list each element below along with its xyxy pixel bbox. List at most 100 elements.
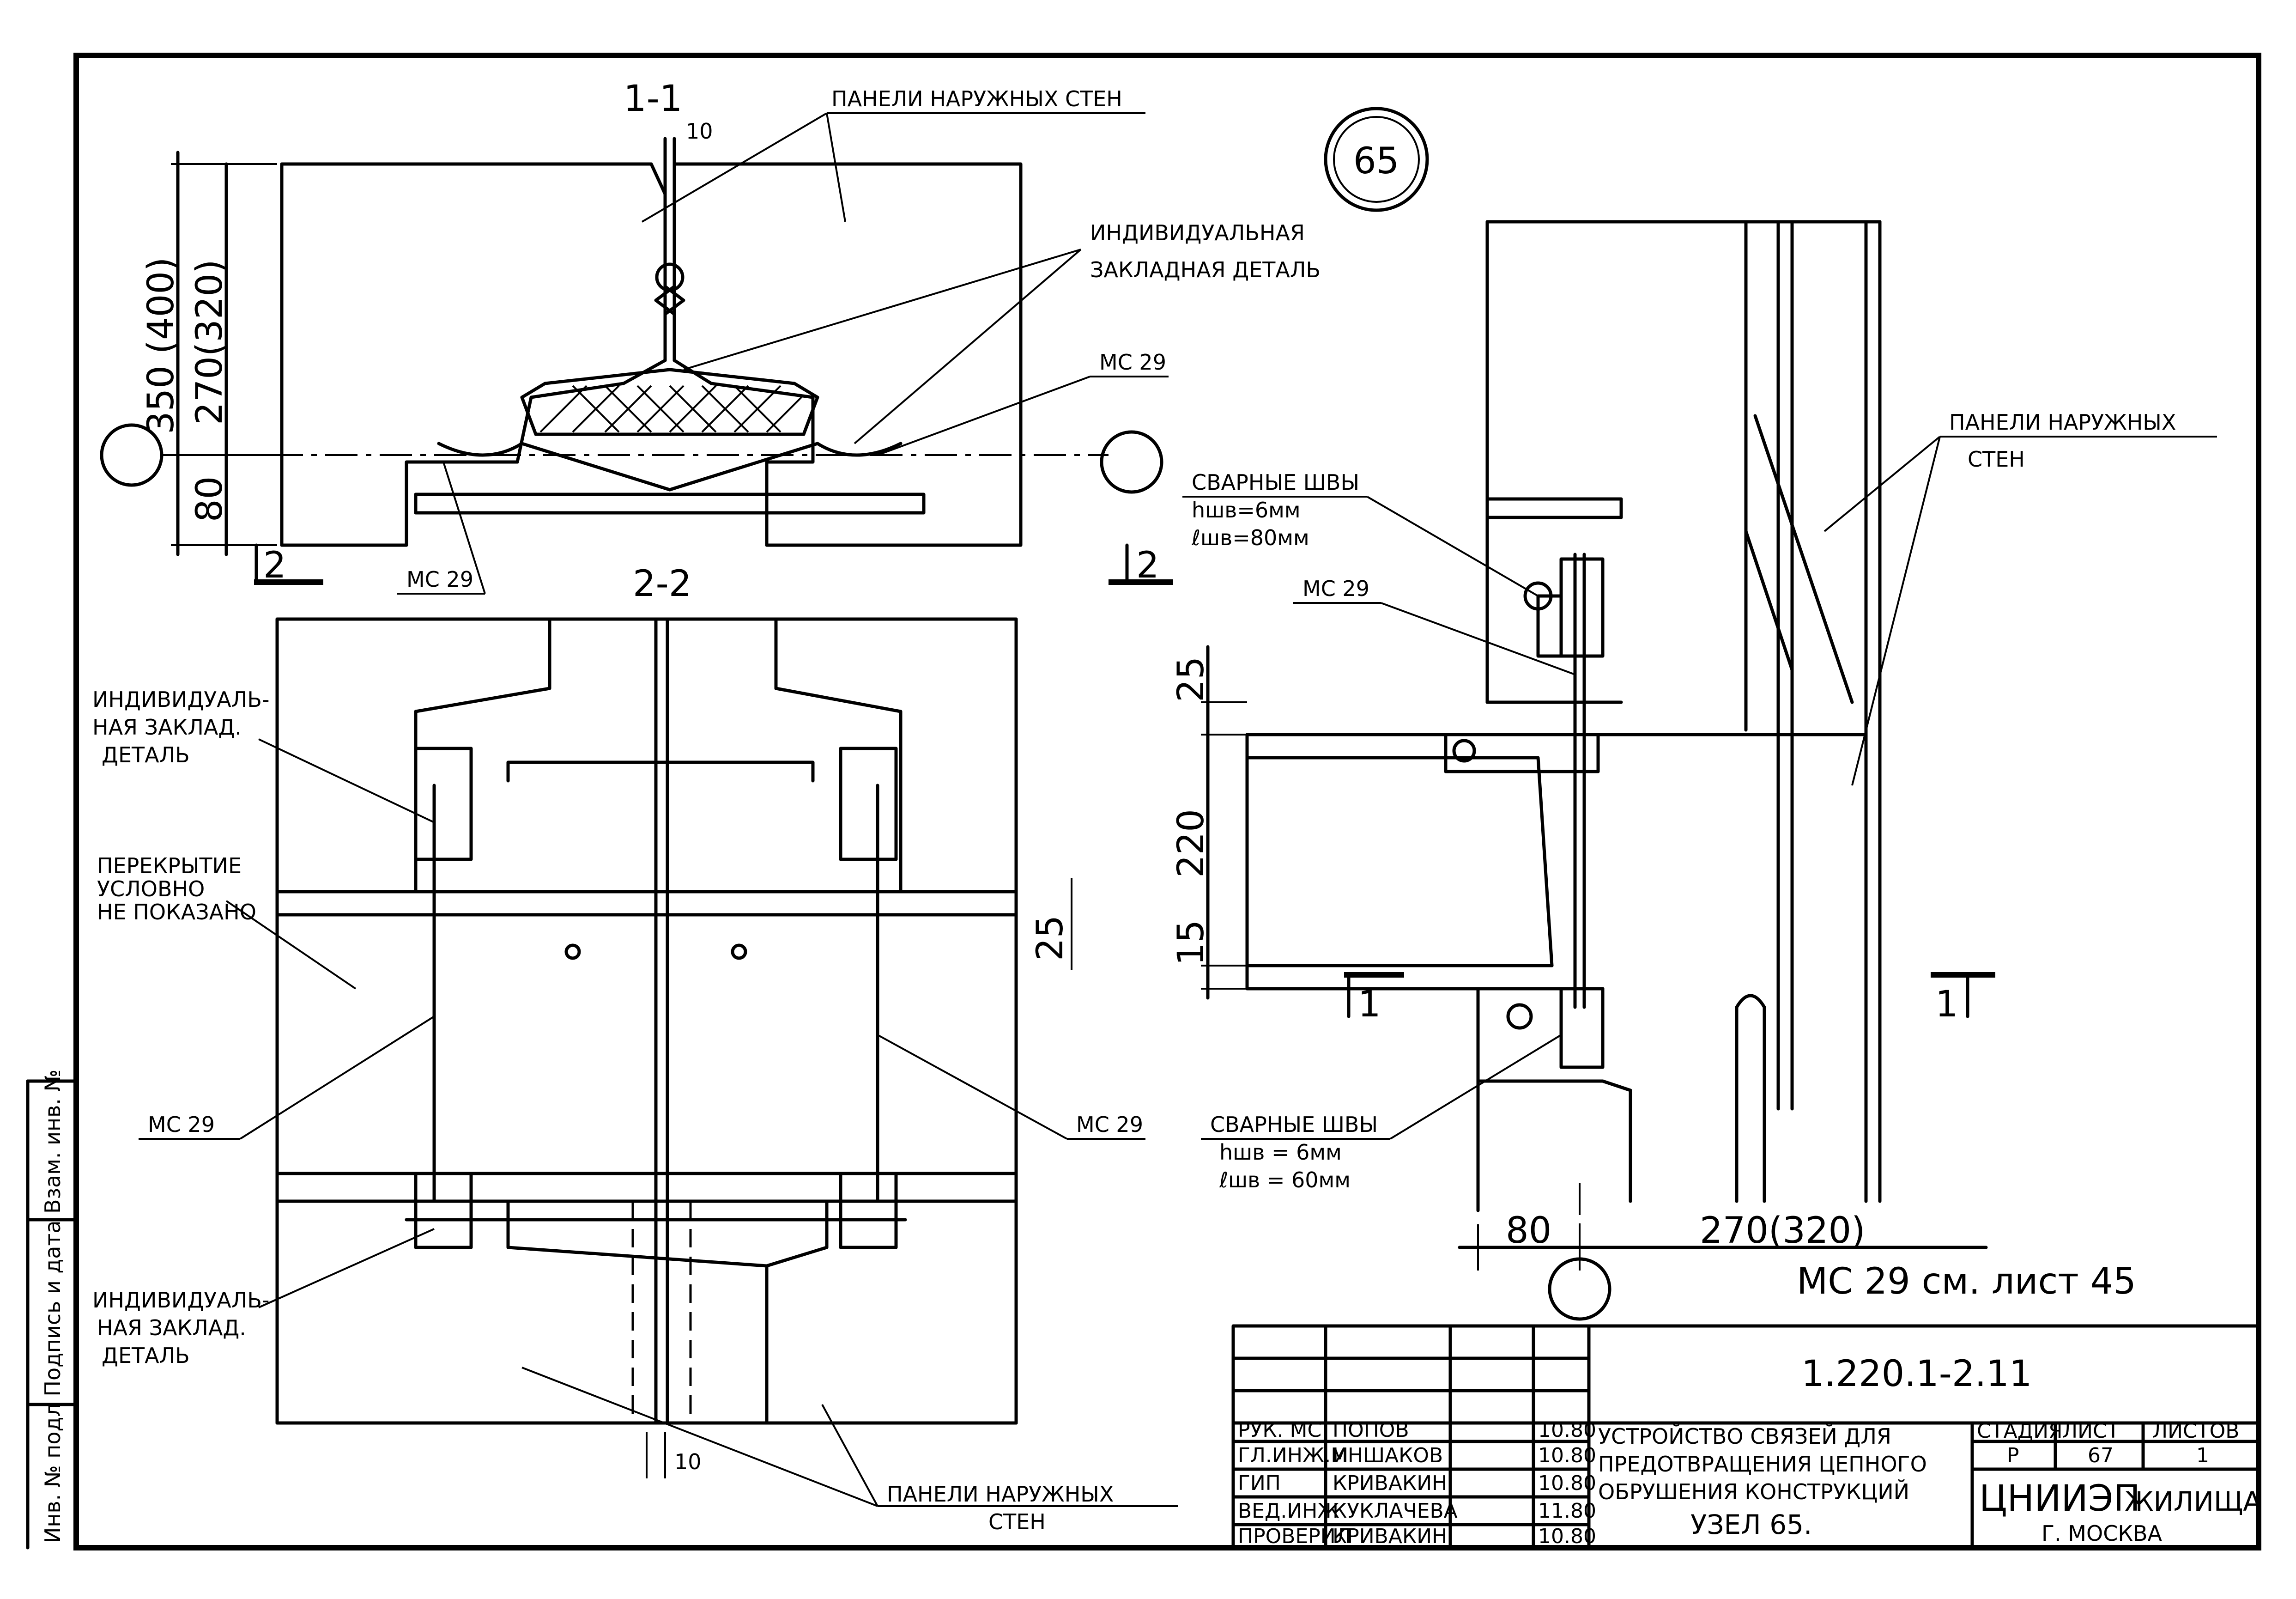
stage-header: СТАДИЯ [1977,1419,2063,1443]
rod-right [668,442,903,492]
axis-circle-left [100,423,164,487]
row-4-name: КУКЛАЧЕВА [1333,1499,1458,1523]
label-indiv-bottom-3: ДЕТАЛЬ [102,1343,190,1368]
label-indiv-embedded-2: ЗАКЛАДНАЯ ДЕТАЛЬ [1090,257,1321,282]
label-mc29-ref: МС 29 см. лист 45 [1797,1261,2136,1302]
sheets-value: 1 [2196,1444,2209,1467]
label-weld-bot-3: ℓшв = 60мм [1219,1167,1351,1192]
signature-row-2: ГЛ.ИНЖ.М ИНШАКОВ 10.80 [1238,1444,1596,1467]
left-panel-outline [280,162,685,547]
dim-10-top: 10 [686,119,713,144]
signature-row-3: ГИП КРИВАКИН 10.80 [1238,1471,1596,1495]
label-panels-top: ПАНЕЛИ НАРУЖНЫХ СТЕН [831,86,1122,111]
dim-80-h: 80 [1506,1210,1551,1252]
signature-row-5: ПРОВЕРИЛ КРИВАКИН 10.80 [1238,1525,1596,1548]
row-2-date: 10.80 [1538,1444,1596,1467]
sheet-frame: Инв. № подл Подпись и дата Взам. инв. № [26,53,2261,1550]
node-number: 65 [1353,140,1399,182]
dim-270-h: 270(320) [1700,1210,1866,1252]
label-weld-top-1: СВАРНЫЕ ШВЫ [1192,470,1359,495]
sheet-value: 67 [2088,1444,2114,1467]
row-4-date: 11.80 [1538,1499,1596,1523]
embed-lr [839,1172,898,1249]
org-city: Г. МОСКВА [2042,1521,2163,1546]
panel-lower-left [506,1199,769,1425]
sheets-header: ЛИСТОВ [2152,1419,2239,1443]
stage-value: Р [2007,1444,2019,1467]
label-weld-top-3: ℓшв=80мм [1191,525,1309,550]
insulation-curve [1744,460,1794,741]
row-5-name: КРИВАКИН [1333,1525,1447,1548]
lower-panel-step [1476,1079,1632,1203]
embed-ul [414,747,473,861]
embedded-part [520,368,819,436]
label-weld-top-2: hшв=6мм [1192,498,1301,523]
dim-270-v: 270(320) [189,259,230,425]
cut-marker-1-left: 1 [1358,984,1381,1025]
panel-upper-right [774,617,903,894]
section-1-1: 1-1 350 (400) 270( [100,78,1321,595]
label-mc29-vertical: МС 29 [1302,576,1369,601]
signature-row-4: ВЕД.ИНЖ КУКЛАЧЕВА 11.80 [1238,1499,1596,1523]
row-2-name: ИНШАКОВ [1333,1444,1443,1467]
row-5-role: ПРОВЕРИЛ [1238,1525,1351,1548]
section-vertical: 25 220 15 80 270(320) 1 1 ПАНЕЛИ НАРУЖНЫ… [1170,220,2217,1321]
label-panels-right-1: ПАНЕЛИ НАРУЖНЫХ [1949,410,2176,435]
diag-line [1753,414,1854,704]
row-1-date: 10.80 [1538,1418,1596,1442]
row-3-date: 10.80 [1538,1471,1596,1495]
dim-10-bot: 10 [674,1449,702,1474]
drawing-code: 1.220.1-2.11 [1801,1353,2032,1395]
embedded-hatch [539,385,805,433]
label-mc29-left: МС 29 [148,1112,215,1137]
slab-embed [1444,733,1600,773]
label-panels-bottom-2: СТЕН [988,1509,1046,1534]
row-1-name: ПОПОВ [1333,1418,1409,1442]
label-weld-bot-1: СВАРНЫЕ ШВЫ [1210,1112,1378,1137]
label-slab-2: УСЛОВНО [97,876,205,901]
slab-bar [414,492,926,515]
label-indiv-left-1: ИНДИВИДУАЛЬ- [92,687,270,712]
lower-tube [1735,994,1766,1203]
dim-15: 15 [1170,920,1212,966]
label-mc29-right: МС 29 [1076,1112,1143,1137]
label-indiv-bottom-2: НАЯ ЗАКЛАД. [97,1315,246,1340]
signature-row-1: РУК. МС ПОПОВ 10.80 [1238,1418,1596,1442]
slab-taper [1245,756,1554,967]
label-panels-bottom-1: ПАНЕЛИ НАРУЖНЫХ [887,1482,1114,1507]
org-name-1: ЦНИИЭП [1979,1478,2140,1520]
lower-embed [1559,987,1605,1069]
margin-stamp: Инв. № подл Подпись и дата Взам. инв. № [40,1070,65,1543]
cut-marker-2-left: 2 [263,545,286,586]
tie-rod-top [506,760,815,783]
label-indiv-left-3: ДЕТАЛЬ [102,742,190,767]
panel-lower-right [765,1199,829,1268]
dim-25b: 25 [1030,915,1071,961]
rod-left [437,442,672,492]
upper-embed-plate [1536,594,1563,658]
label-indiv-bottom-1: ИНДИВИДУАЛЬ- [92,1288,270,1313]
desc-line-2: ПРЕДОТВРАЩЕНИЯ ЦЕПНОГО [1598,1452,1927,1477]
row-3-role: ГИП [1238,1471,1281,1495]
row-2-role: ГЛ.ИНЖ.М [1238,1444,1348,1467]
sheet-header: ЛИСТ [2062,1419,2120,1443]
section-1-1-title: 1-1 [624,78,682,120]
embed-ll [414,1172,473,1249]
desc-line-1: УСТРОЙСТВО СВЯЗЕЙ ДЛЯ [1598,1424,1891,1449]
org-name-2: ЖИЛИЩА [2125,1486,2261,1517]
label-slab-1: ПЕРЕКРЫТИЕ [97,853,242,878]
dim-220: 220 [1170,809,1212,878]
title-block: 1.220.1-2.11 РУК. МС ПОПОВ 10.80 ГЛ.ИНЖ.… [1231,1324,2261,1550]
desc-line-3: ОБРУШЕНИЯ КОНСТРУКЦИЙ [1598,1479,1909,1504]
row-4-role: ВЕД.ИНЖ [1238,1499,1339,1523]
upper-embed [1559,557,1605,658]
row-5-date: 10.80 [1538,1525,1596,1548]
label-slab-3: НЕ ПОКАЗАНО [97,900,256,924]
label-weld-bot-2: hшв = 6мм [1219,1140,1342,1165]
row-1-role: РУК. МС [1238,1418,1321,1442]
label-indiv-left-2: НАЯ ЗАКЛАД. [92,715,242,740]
label-mc29-bottomleft: МС 29 [406,567,473,592]
upper-panel-notch [1485,497,1623,519]
dim-350: 350 (400) [140,257,182,434]
seam-hole [655,262,685,292]
